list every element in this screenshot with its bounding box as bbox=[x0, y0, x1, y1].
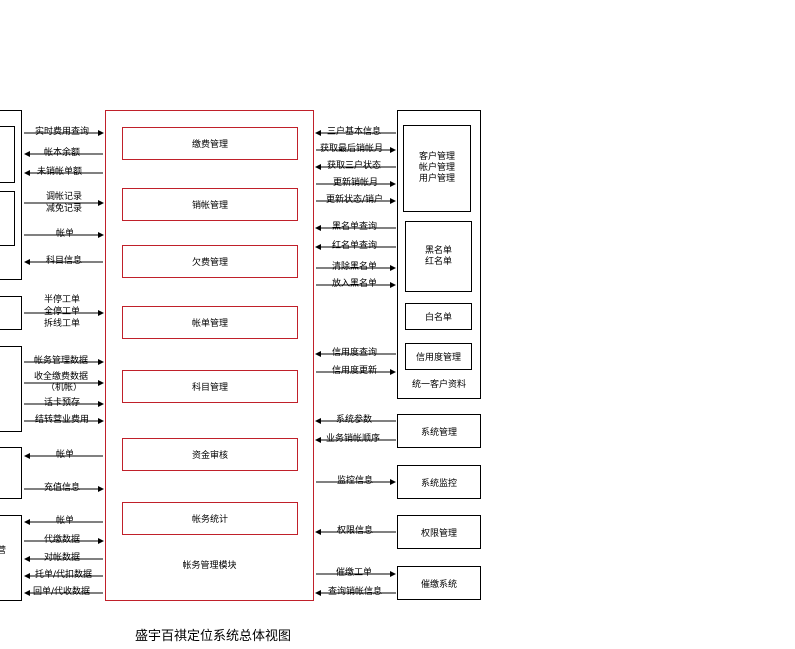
left-external-box bbox=[0, 296, 22, 330]
flow-label: 话卡预存 bbox=[44, 398, 81, 408]
flow-label: 托单/代扣数据 bbox=[35, 570, 93, 580]
flow-label: 全停工单 bbox=[44, 307, 81, 317]
flow-label: 监控信息 bbox=[337, 476, 374, 486]
flow-label: 半停工单 bbox=[44, 295, 81, 305]
main-module-title: 帐务管理模块 bbox=[182, 561, 237, 571]
system-mgmt-box: 系统管理 bbox=[397, 414, 481, 448]
flow-label: 对帐数据 bbox=[44, 553, 81, 563]
flow-label: 获取最后销帐月 bbox=[320, 144, 384, 154]
flow-label: 充值信息 bbox=[44, 483, 81, 493]
diagram-caption: 盛宇百祺定位系统总体视图 bbox=[135, 629, 292, 644]
red-list-label: 红名单 bbox=[424, 256, 452, 267]
flow-label: 帐本余额 bbox=[44, 148, 81, 158]
function-box: 科目管理 bbox=[122, 370, 298, 403]
flow-label: 催缴工单 bbox=[336, 568, 373, 578]
function-box: 销帐管理 bbox=[122, 188, 298, 221]
flow-label: 实时费用查询 bbox=[35, 127, 90, 137]
flow-label: 未销帐单额 bbox=[37, 167, 83, 177]
function-box: 资金审核 bbox=[122, 438, 298, 471]
flow-label: 更新状态/销户 bbox=[326, 195, 384, 205]
flow-label: 帐单 bbox=[56, 229, 75, 239]
left-external-inner-box bbox=[0, 191, 15, 246]
flow-label: 业务销帐顺序 bbox=[326, 434, 381, 444]
function-box: 缴费管理 bbox=[122, 127, 298, 160]
flow-label: 帐单 bbox=[56, 516, 75, 526]
function-box: 帐务统计 bbox=[122, 502, 298, 535]
flow-label: 减免记录 bbox=[46, 204, 83, 214]
account-mgmt-label: 帐户管理 bbox=[418, 163, 455, 173]
flow-label: 获取三户状态 bbox=[327, 161, 382, 171]
user-mgmt-label: 用户管理 bbox=[418, 174, 455, 184]
flow-label: 清除黑名单 bbox=[332, 262, 378, 272]
flow-label: 三户基本信息 bbox=[327, 127, 382, 137]
customer-mgmt-box: 客户管理 帐户管理 用户管理 bbox=[403, 125, 471, 212]
flow-label: 更新销帐月 bbox=[333, 178, 379, 188]
left-external-box bbox=[0, 346, 22, 432]
function-box: 欠费管理 bbox=[122, 245, 298, 278]
permission-mgmt-box: 权限管理 bbox=[397, 515, 481, 549]
flow-label: 信用度查询 bbox=[332, 348, 378, 358]
flow-label: 帐务管理数据 bbox=[34, 356, 89, 366]
left-external-box bbox=[0, 515, 22, 601]
customer-data-title: 统一客户资料 bbox=[411, 380, 466, 390]
left-external-label: 营 bbox=[0, 546, 7, 556]
customer-mgmt-label: 客户管理 bbox=[418, 152, 455, 162]
flow-label: （机帐） bbox=[46, 383, 83, 393]
flow-label: 信用度更新 bbox=[332, 366, 378, 376]
left-external-inner-box bbox=[0, 126, 15, 183]
flow-label: 科目信息 bbox=[46, 256, 83, 266]
flow-label: 帐单 bbox=[56, 450, 75, 460]
system-monitor-box: 系统监控 bbox=[397, 465, 481, 499]
flow-label: 结转营业费用 bbox=[35, 415, 90, 425]
flow-label: 权限信息 bbox=[337, 526, 374, 536]
flow-label: 红名单查询 bbox=[332, 241, 378, 251]
black-red-list-box: 黑名单 红名单 bbox=[405, 221, 472, 292]
collection-system-box: 催缴系统 bbox=[397, 566, 481, 600]
left-external-box bbox=[0, 447, 22, 499]
flow-label: 放入黑名单 bbox=[332, 279, 378, 289]
flow-label: 系统参数 bbox=[336, 415, 373, 425]
left-external-label: ） bbox=[0, 557, 6, 568]
black-list-label: 黑名单 bbox=[424, 245, 452, 256]
function-box: 帐单管理 bbox=[122, 306, 298, 339]
flow-label: 代缴数据 bbox=[44, 535, 81, 545]
flow-label: 黑名单查询 bbox=[332, 222, 378, 232]
flow-label: 回单/代收数据 bbox=[33, 587, 91, 597]
flow-label: 查询销帐信息 bbox=[328, 587, 383, 597]
flow-label: 拆线工单 bbox=[44, 319, 81, 329]
credit-mgmt-box: 信用度管理 bbox=[405, 343, 472, 370]
flow-label: 收全缴费数据 bbox=[34, 372, 89, 382]
white-list-box: 白名单 bbox=[405, 303, 472, 330]
flow-label: 调帐记录 bbox=[46, 192, 83, 202]
